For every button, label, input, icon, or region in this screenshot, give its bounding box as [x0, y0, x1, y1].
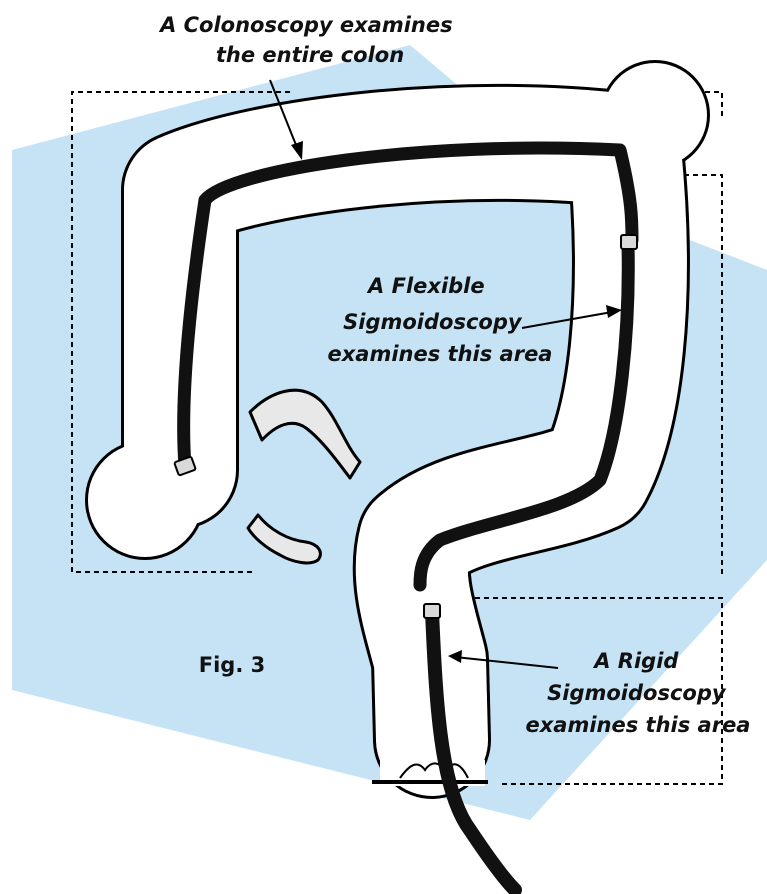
rigid-label-line-3: examines this area: [526, 713, 751, 737]
rigid-label-line-2: Sigmoidoscopy: [547, 681, 727, 705]
rigid-scope-tip: [424, 604, 440, 618]
flexible-label-line-1: A Flexible: [366, 274, 485, 298]
flexible-label-line-2: Sigmoidoscopy: [343, 310, 523, 334]
colonoscopy-label-line-2: the entire colon: [216, 43, 404, 67]
flexible-label-line-3: examines this area: [328, 342, 553, 366]
rigid-label-line-1: A Rigid: [592, 649, 679, 673]
colonoscopy-label-line-1: A Colonoscopy examines: [158, 13, 453, 37]
flexible-scope-tip: [621, 235, 637, 249]
figure-label: Fig. 3: [199, 653, 265, 677]
anal-opening: [372, 760, 488, 786]
